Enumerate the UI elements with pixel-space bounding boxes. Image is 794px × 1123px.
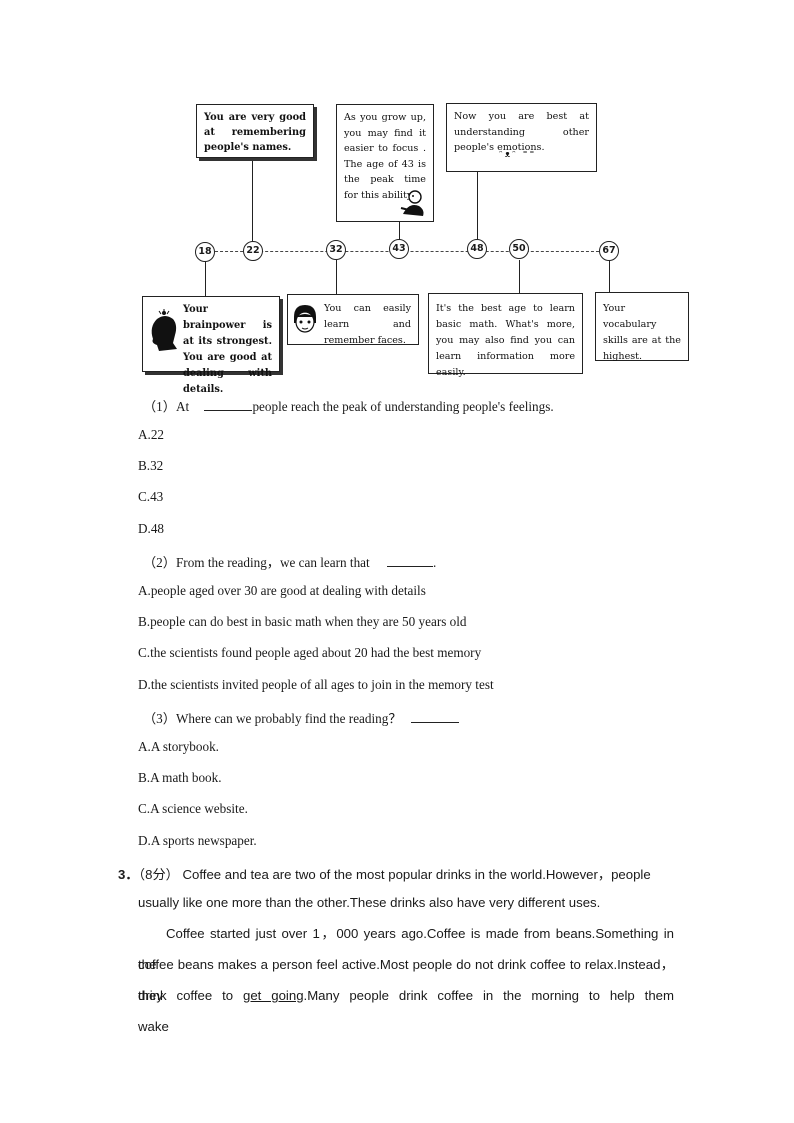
box-age-18-text: Your brainpower is at its strongest. You… (183, 304, 272, 395)
answer-blank-3[interactable] (410, 711, 459, 723)
age-node-32: 32 (326, 240, 346, 260)
passage-3-line-5-start: drink coffee to (138, 988, 234, 1003)
passage-3-line-3: Coffee started just over 1，000 years ago… (138, 926, 674, 972)
answer-blank-2[interactable] (386, 555, 433, 567)
question-1-stem: （1）At people reach the peak of understan… (143, 396, 554, 415)
connector-50 (519, 260, 520, 293)
answer-blank-1[interactable] (204, 399, 253, 411)
thinker-icon (400, 190, 424, 216)
box-age-22: You are very good at remembering people'… (196, 104, 314, 158)
box-age-48-text: Now you are best at understanding other … (454, 111, 589, 153)
box-age-50: It's the best age to learn basic math. W… (428, 293, 583, 378)
q2-option-a[interactable]: A.people aged over 30 are good at dealin… (138, 583, 426, 598)
q3-option-d[interactable]: D.A sports newspaper. (138, 833, 257, 848)
question-2-stem-text: （2）From the reading，we can learn that (143, 555, 370, 570)
question-2-stem-end: . (432, 555, 437, 570)
q1-option-a[interactable]: A.22 (138, 427, 165, 442)
emotion-faces-icon: ᵔᴥᵔ ⁼⁼ (499, 150, 537, 160)
question-1-stem-end: people reach the peak of understanding p… (252, 399, 554, 414)
q3-option-c[interactable]: C.A science website. (138, 801, 248, 816)
passage-3-line-4: coffee beans makes a person feel active.… (138, 957, 674, 1003)
passage-3-number: 3． (118, 867, 139, 882)
brain-head-icon (151, 309, 177, 351)
box-age-43: As you grow up, you may find it easier t… (336, 104, 434, 222)
age-node-22: 22 (243, 241, 263, 261)
passage-3-line-5: drink coffee to get going.Many people dr… (138, 980, 674, 1042)
passage-3-line-5-end: .Many people drink coffee in the morning… (138, 988, 674, 1034)
age-node-43: 43 (389, 239, 409, 259)
box-age-50-text: It's the best age to learn basic math. W… (436, 303, 575, 378)
passage-3-line-1: Coffee and tea are two of the most popul… (182, 867, 651, 882)
box-age-22-text: You are very good at remembering people'… (204, 112, 306, 153)
age-node-18: 18 (195, 242, 215, 262)
q3-option-a[interactable]: A.A storybook. (138, 739, 219, 754)
age-node-67: 67 (599, 241, 619, 261)
connector-67 (609, 260, 610, 292)
q2-option-d[interactable]: D.the scientists invited people of all a… (138, 677, 494, 692)
connector-43 (399, 222, 400, 242)
underlined-phrase-get-going: get going (243, 988, 304, 1003)
connector-48 (477, 172, 478, 240)
q2-option-c[interactable]: C.the scientists found people aged about… (138, 645, 482, 660)
q2-option-b[interactable]: B.people can do best in basic math when … (138, 614, 467, 629)
box-age-32-text: You can easily learn and remember faces. (324, 303, 411, 346)
age-node-50: 50 (509, 239, 529, 259)
box-age-67: Your vocabulary skills are at the highes… (595, 292, 689, 362)
question-2-stem: （2）From the reading，we can learn that . (143, 552, 436, 571)
question-1-stem-start: （1）At (143, 399, 190, 414)
q3-option-b[interactable]: B.A math book. (138, 770, 222, 785)
q1-option-c[interactable]: C.43 (138, 489, 164, 504)
box-age-18: Your brainpower is at its strongest. You… (142, 296, 280, 395)
connector-18 (205, 260, 206, 296)
question-3-stem: （3）Where can we probably find the readin… (143, 708, 459, 727)
passage-3-line-2: usually like one more than the other.The… (138, 895, 601, 910)
box-age-67-text: Your vocabulary skills are at the highes… (603, 303, 681, 362)
box-age-48: Now you are best at understanding other … (446, 103, 597, 172)
age-timeline-figure: 18 22 32 43 48 50 67 You are very good a… (0, 0, 794, 395)
connector-22 (252, 158, 253, 242)
connector-32 (336, 260, 337, 294)
passage-3-header: 3．（8分） Coffee and tea are two of the mos… (118, 864, 674, 883)
q1-option-b[interactable]: B.32 (138, 458, 164, 473)
box-age-43-text: As you grow up, you may find it easier t… (344, 112, 426, 201)
question-3-stem-text: （3）Where can we probably find the readin… (143, 711, 402, 726)
age-node-48: 48 (467, 239, 487, 259)
face-icon (294, 305, 316, 333)
box-age-32: You can easily learn and remember faces. (287, 294, 419, 346)
passage-3-score: （8分） (138, 867, 179, 882)
q1-option-d[interactable]: D.48 (138, 521, 165, 536)
